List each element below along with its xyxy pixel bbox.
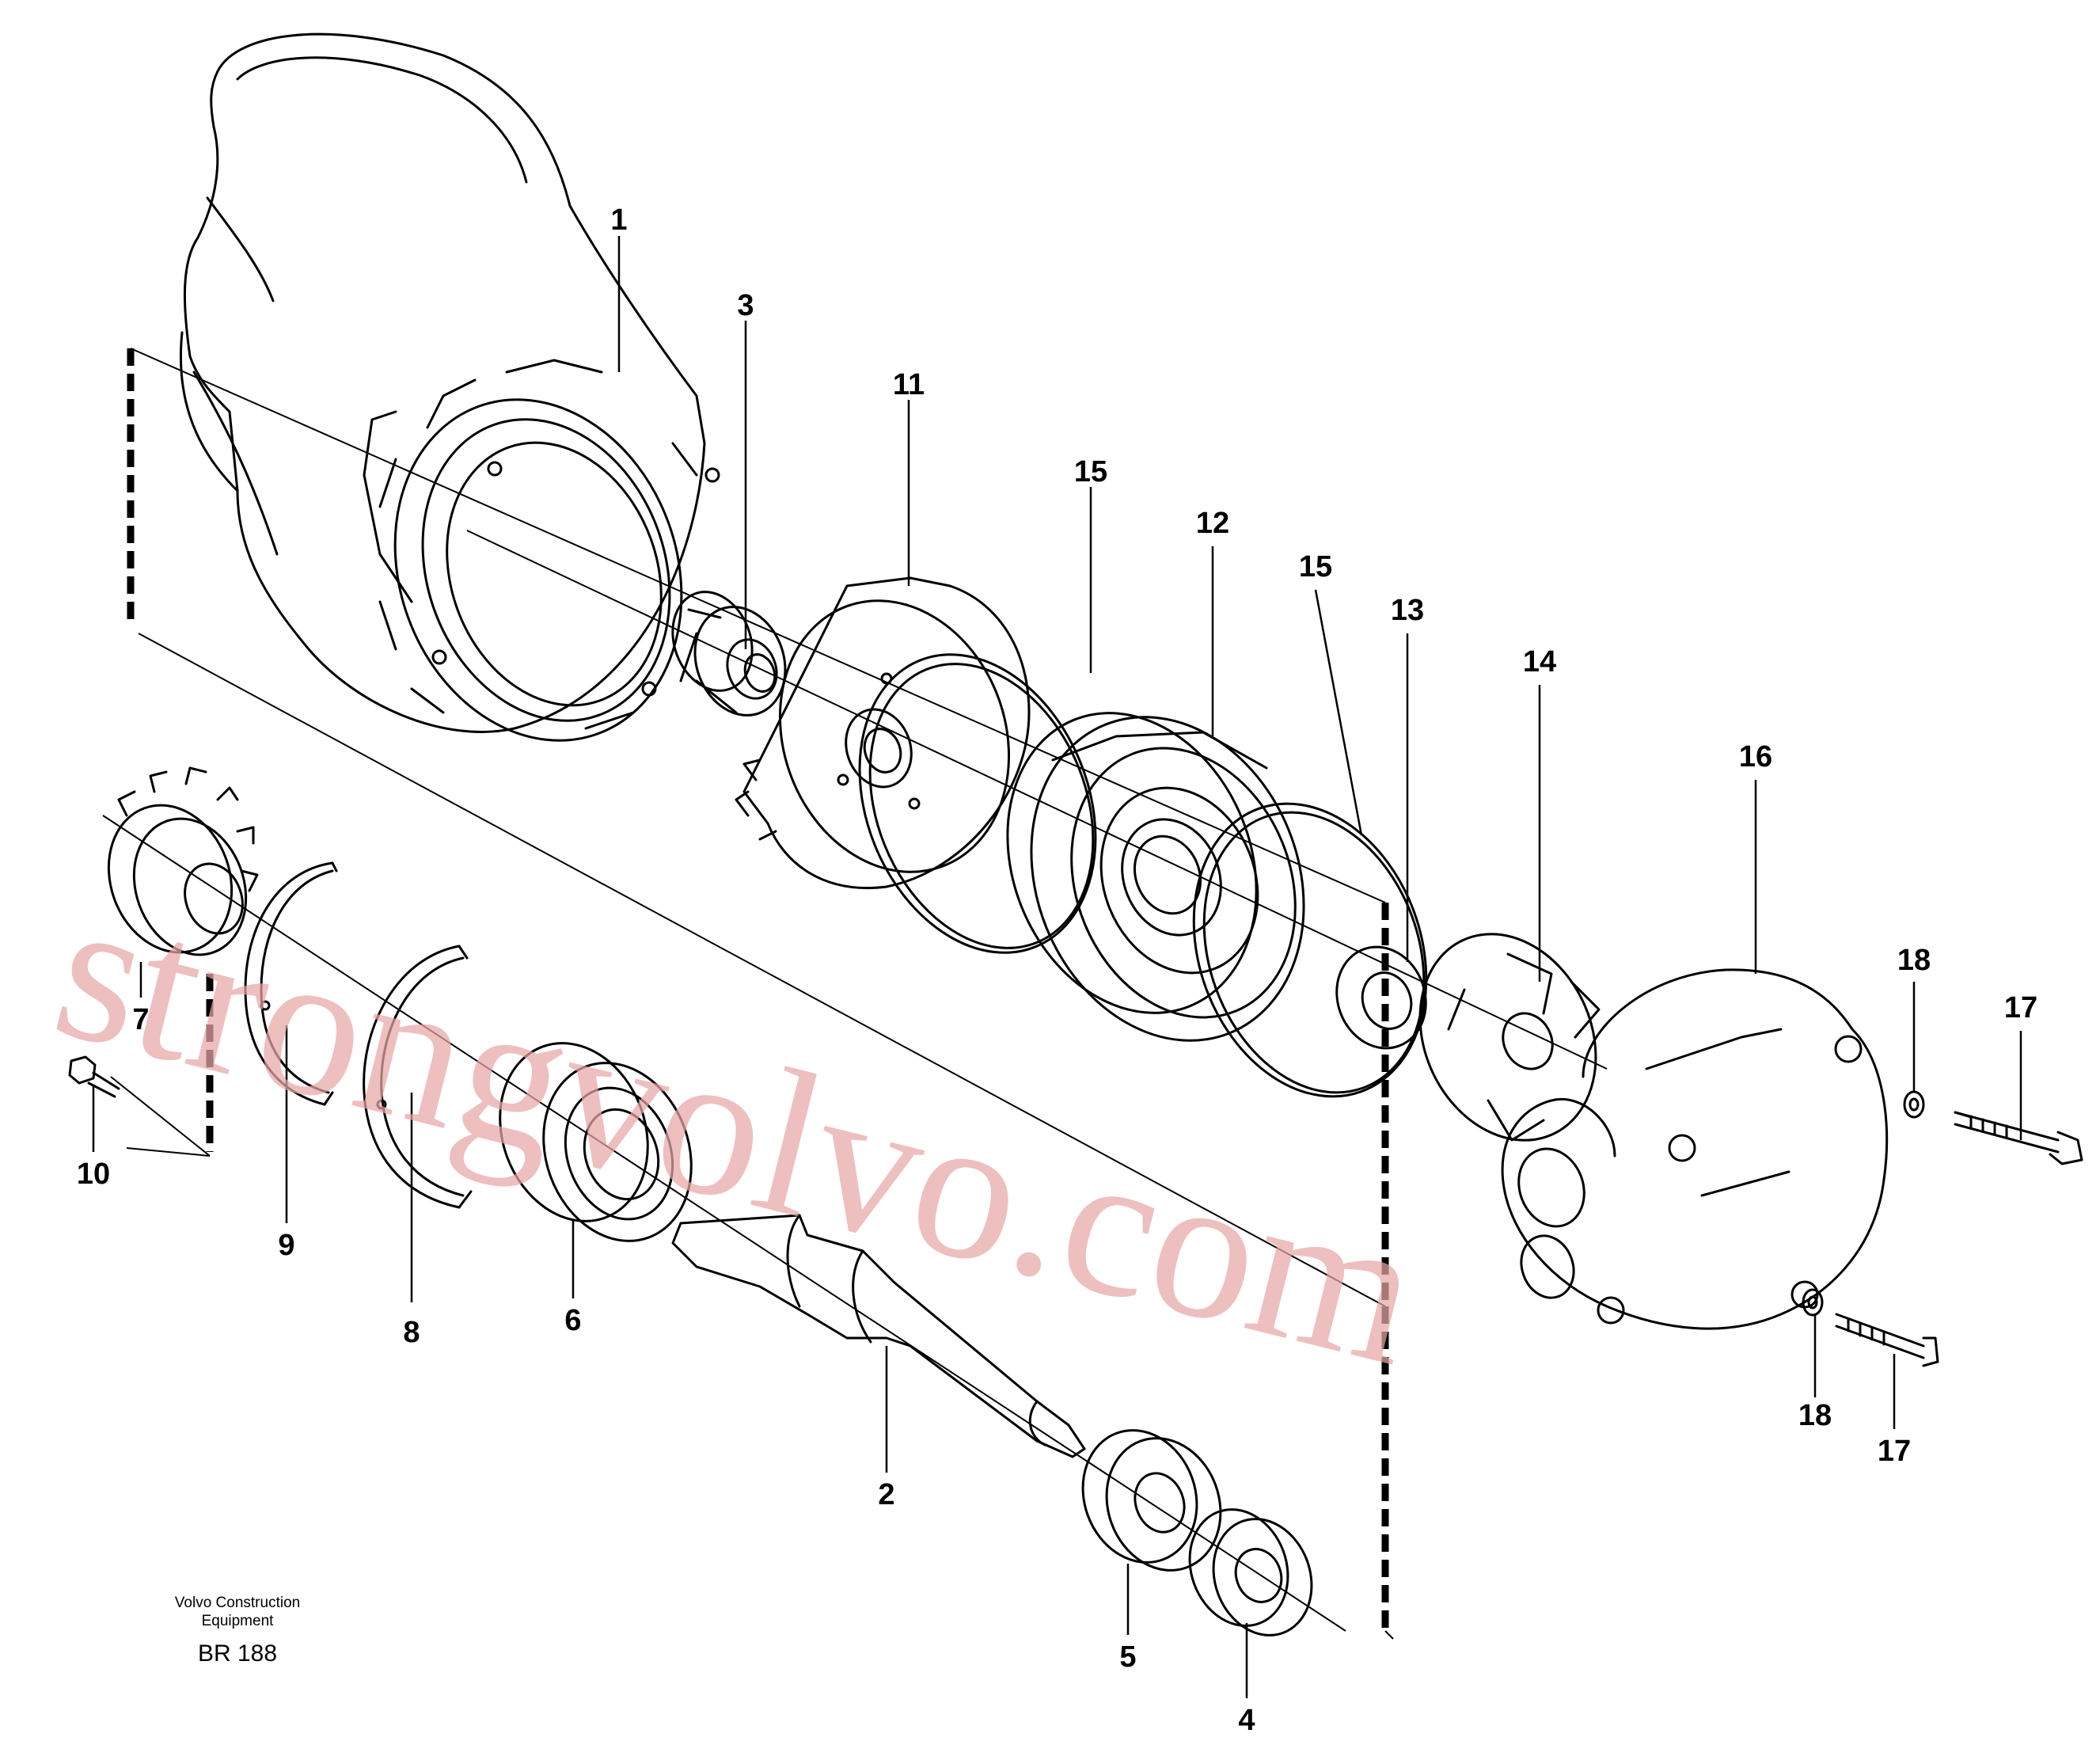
- bearing-housing: [964, 675, 1351, 1082]
- pump-housing: [180, 34, 727, 781]
- o-ring-rear: [1154, 771, 1465, 1130]
- pump-cover: [1502, 970, 1887, 1329]
- callout-18-upper: 18: [1897, 944, 1931, 977]
- callout-14: 14: [1523, 645, 1556, 679]
- callout-12: 12: [1196, 507, 1229, 540]
- bolt-upper: [1955, 1112, 2082, 1164]
- roller-bearing: [476, 1022, 716, 1262]
- callout-16: 16: [1739, 740, 1772, 774]
- drive-gear: [89, 768, 264, 971]
- ball-bearing: [1174, 1496, 1327, 1649]
- washer-upper: [1904, 1092, 1923, 1117]
- callout-17-lower: 17: [1878, 1435, 1911, 1468]
- callout-9: 9: [278, 1229, 294, 1262]
- assembly-axis-lines: [102, 348, 1608, 1640]
- circlip-inner: [245, 863, 336, 1104]
- callout-8: 8: [403, 1316, 420, 1349]
- bolt-lower: [1836, 1314, 1938, 1366]
- footer-company-line1: Volvo Construction: [175, 1595, 300, 1611]
- callout-labels: 1 3 11 15 12 15 13 14 16 18 17 18 17 7 9…: [77, 203, 2037, 1737]
- footer-company-line2: Equipment: [202, 1613, 275, 1629]
- callout-leaders: [92, 236, 2022, 1698]
- callout-13: 13: [1391, 594, 1424, 627]
- callout-4: 4: [1238, 1704, 1255, 1737]
- callout-15-front: 15: [1074, 455, 1107, 488]
- impeller: [1388, 905, 1628, 1169]
- callout-15-rear: 15: [1299, 550, 1332, 584]
- rear-seal: [1323, 934, 1440, 1061]
- cover-plate: [736, 568, 1046, 905]
- callout-2: 2: [878, 1478, 894, 1511]
- callout-1: 1: [610, 203, 627, 237]
- callout-10: 10: [77, 1157, 110, 1191]
- assembly-bracket: [127, 348, 1389, 1631]
- watermark-text: strongvolvo.com: [36, 852, 1439, 1409]
- callout-6: 6: [564, 1304, 581, 1337]
- shaft-seal-ring: [1065, 1414, 1239, 1587]
- callout-3: 3: [737, 289, 754, 322]
- callout-5: 5: [1119, 1640, 1136, 1674]
- pump-shaft: [673, 1215, 1084, 1457]
- footer-diagram-code: BR 188: [198, 1640, 277, 1667]
- callout-7: 7: [132, 1003, 149, 1036]
- callout-17-upper: 17: [2004, 991, 2037, 1024]
- washer-lower: [1803, 1290, 1822, 1315]
- callout-11: 11: [893, 368, 925, 401]
- publisher-footer: Volvo Construction Equipment BR 188: [175, 1595, 300, 1667]
- callout-18-lower: 18: [1798, 1399, 1832, 1432]
